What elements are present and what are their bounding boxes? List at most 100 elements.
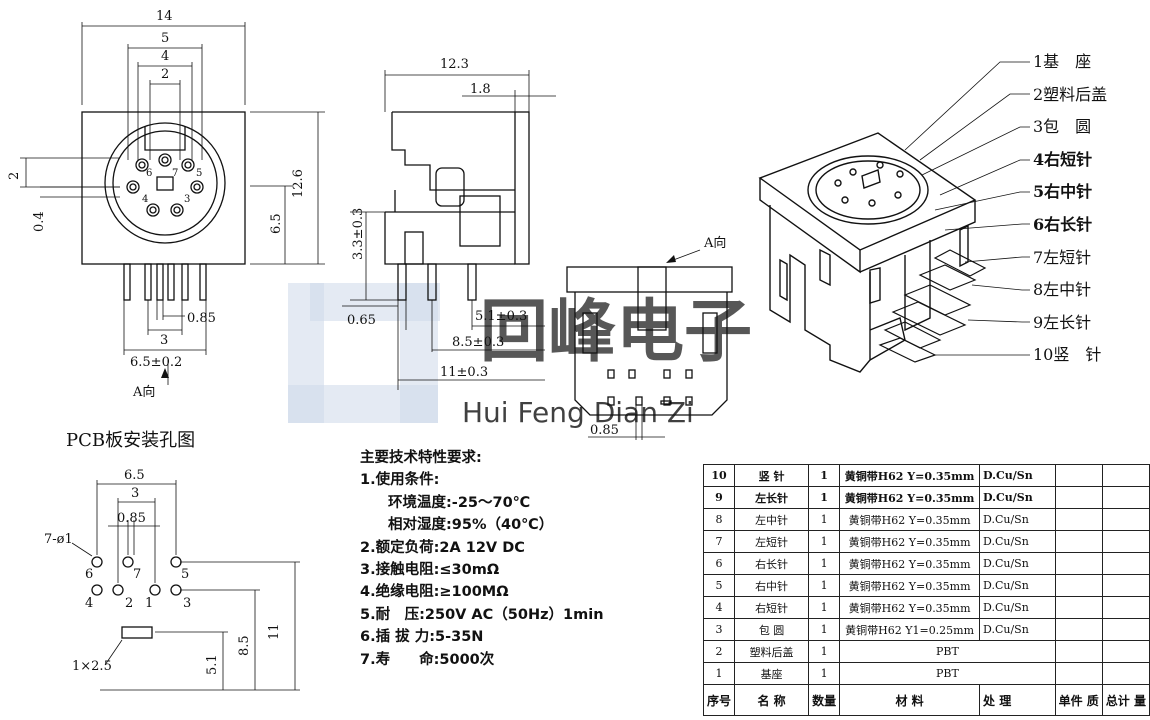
bom-cell-qty: 1 <box>808 662 841 685</box>
spec-item: 相对湿度:95%（40℃） <box>388 517 554 534</box>
bom-cell-empty <box>1054 596 1103 619</box>
bom-header-name: 名 称 <box>734 684 810 716</box>
bom-cell-qty: 1 <box>808 596 841 619</box>
bom-cell-qty: 1 <box>808 574 841 597</box>
bom-cell-empty <box>1054 508 1103 531</box>
dim-2-vertical: 2 <box>7 172 22 180</box>
bom-cell-finish: D.Cu/Sn <box>979 508 1056 531</box>
callout-label: 10竖 针 <box>1033 345 1102 365</box>
bom-cell-empty <box>1101 574 1150 597</box>
pcb-dim-11: 11 <box>267 623 282 640</box>
bom-cell-no: 8 <box>702 508 736 531</box>
bom-cell-no: 10 <box>702 464 736 487</box>
dim-6-5-tol: 6.5±0.2 <box>130 355 182 370</box>
bottom-arrow-label: A向 <box>703 235 726 251</box>
bom-cell-empty <box>1054 662 1103 685</box>
bom-header-material: 材 料 <box>839 684 981 716</box>
bom-cell-empty <box>1054 486 1103 509</box>
isometric-view <box>758 61 1030 373</box>
dim-0-85: 0.85 <box>187 311 216 326</box>
watermark-sub: Hui Feng Dian Zi <box>462 396 694 429</box>
bom-header-total: 总计 量 <box>1101 684 1150 716</box>
front-legs <box>123 263 207 301</box>
pcb-title: PCB板安装孔图 <box>66 430 196 451</box>
bom-cell-material: 黄铜带H62 Y=0.35mm <box>839 552 981 575</box>
bom-cell-finish: D.Cu/Sn <box>979 618 1056 641</box>
bom-cell-empty <box>1101 640 1150 663</box>
pcb-dim-8-5: 8.5 <box>237 635 252 656</box>
bom-cell-name: 左短针 <box>734 530 810 553</box>
bom-cell-material: 黄铜带H62 Y=0.35mm <box>839 530 981 553</box>
bom-cell-no: 6 <box>702 552 736 575</box>
bottom-view-labels: A向 0.85 <box>590 235 726 438</box>
bom-header-qty: 数量 <box>808 684 841 716</box>
bom-header-unit: 单件 质 <box>1054 684 1103 716</box>
specs-title: 主要技术特性要求: <box>360 450 482 466</box>
callout-label: 7左短针 <box>1033 247 1092 267</box>
pcb-dim-5-1: 5.1 <box>205 654 220 675</box>
bom-cell-qty: 1 <box>808 640 841 663</box>
pcb-pin-7: 7 <box>133 567 141 582</box>
bom-cell-qty: 1 <box>808 508 841 531</box>
spec-item: 3.接触电阻:≤30mΩ <box>360 562 500 579</box>
side-view <box>342 70 556 390</box>
dim-bottom-0-85: 0.85 <box>590 423 619 438</box>
bom-cell-name: 基座 <box>734 662 810 685</box>
bom-cell-name: 右短针 <box>734 596 810 619</box>
bom-cell-name: 右长针 <box>734 552 810 575</box>
callout-label: 6右长针 <box>1033 214 1093 234</box>
side-view-labels: 12.3 1.8 3.3±0.3 0.65 5.1±0.3 8.5±0.3 11… <box>347 57 527 380</box>
bom-cell-material: 黄铜带H62 Y=0.35mm <box>839 596 981 619</box>
spec-item: 5.耐 压:250V AC（50Hz）1min <box>360 606 604 623</box>
pcb-pin-5: 5 <box>181 567 189 582</box>
dim-5-1: 5.1±0.3 <box>475 309 527 324</box>
callout-label: 3包 圆 <box>1033 117 1092 137</box>
front-pin-3: 3 <box>184 194 190 205</box>
bom-cell-material: PBT <box>839 662 1056 685</box>
pcb-pin-2: 2 <box>125 596 133 611</box>
dim-14: 14 <box>156 9 173 24</box>
pcb-pin-4: 4 <box>85 596 93 611</box>
bom-cell-name: 左长针 <box>734 486 810 509</box>
specs-block: 主要技术特性要求: 1.使用条件: 环境温度:-25～70℃ 相对湿度:95%（… <box>360 447 690 671</box>
pcb-dim-slot: 1×2.5 <box>72 659 112 674</box>
bom-cell-qty: 1 <box>808 464 841 487</box>
spec-item: 6.插 拔 力:5-35N <box>360 629 484 646</box>
bom-cell-name: 塑料后盖 <box>734 640 810 663</box>
bom-cell-empty <box>1101 508 1150 531</box>
dim-6-5: 6.5 <box>269 213 284 234</box>
bom-cell-finish: D.Cu/Sn <box>979 486 1056 509</box>
dim-12-6: 12.6 <box>291 169 306 198</box>
callout-label: 5右中针 <box>1033 182 1093 202</box>
bom-cell-no: 1 <box>702 662 736 685</box>
dim-1-8: 1.8 <box>470 82 491 97</box>
bom-cell-name: 左中针 <box>734 508 810 531</box>
bom-cell-qty: 1 <box>808 552 841 575</box>
dim-0-65: 0.65 <box>347 313 376 328</box>
bom-cell-qty: 1 <box>808 530 841 553</box>
pcb-pin-6: 6 <box>85 567 93 582</box>
bom-cell-no: 9 <box>702 486 736 509</box>
bom-cell-empty <box>1101 552 1150 575</box>
bom-cell-finish: D.Cu/Sn <box>979 574 1056 597</box>
spec-item: 环境温度:-25～70℃ <box>388 494 531 511</box>
bom-cell-empty <box>1054 640 1103 663</box>
bom-header-finish: 处 理 <box>979 684 1056 716</box>
spec-item: 2.额定负荷:2A 12V DC <box>360 539 525 556</box>
bom-cell-finish: D.Cu/Sn <box>979 530 1056 553</box>
pcb-dim-3: 3 <box>131 486 139 501</box>
bom-cell-empty <box>1054 574 1103 597</box>
bom-cell-empty <box>1101 662 1150 685</box>
callout-label: 4右短针 <box>1033 149 1093 169</box>
bom-cell-material: 黄铜带H62 Y=0.35mm <box>839 464 981 487</box>
front-view-labels: 14 5 4 2 12.6 6.5 2 0.4 0.85 3 6.5±0.2 A… <box>7 9 306 400</box>
bom-cell-qty: 1 <box>808 618 841 641</box>
bom-cell-material: PBT <box>839 640 1056 663</box>
dim-5: 5 <box>161 31 169 46</box>
